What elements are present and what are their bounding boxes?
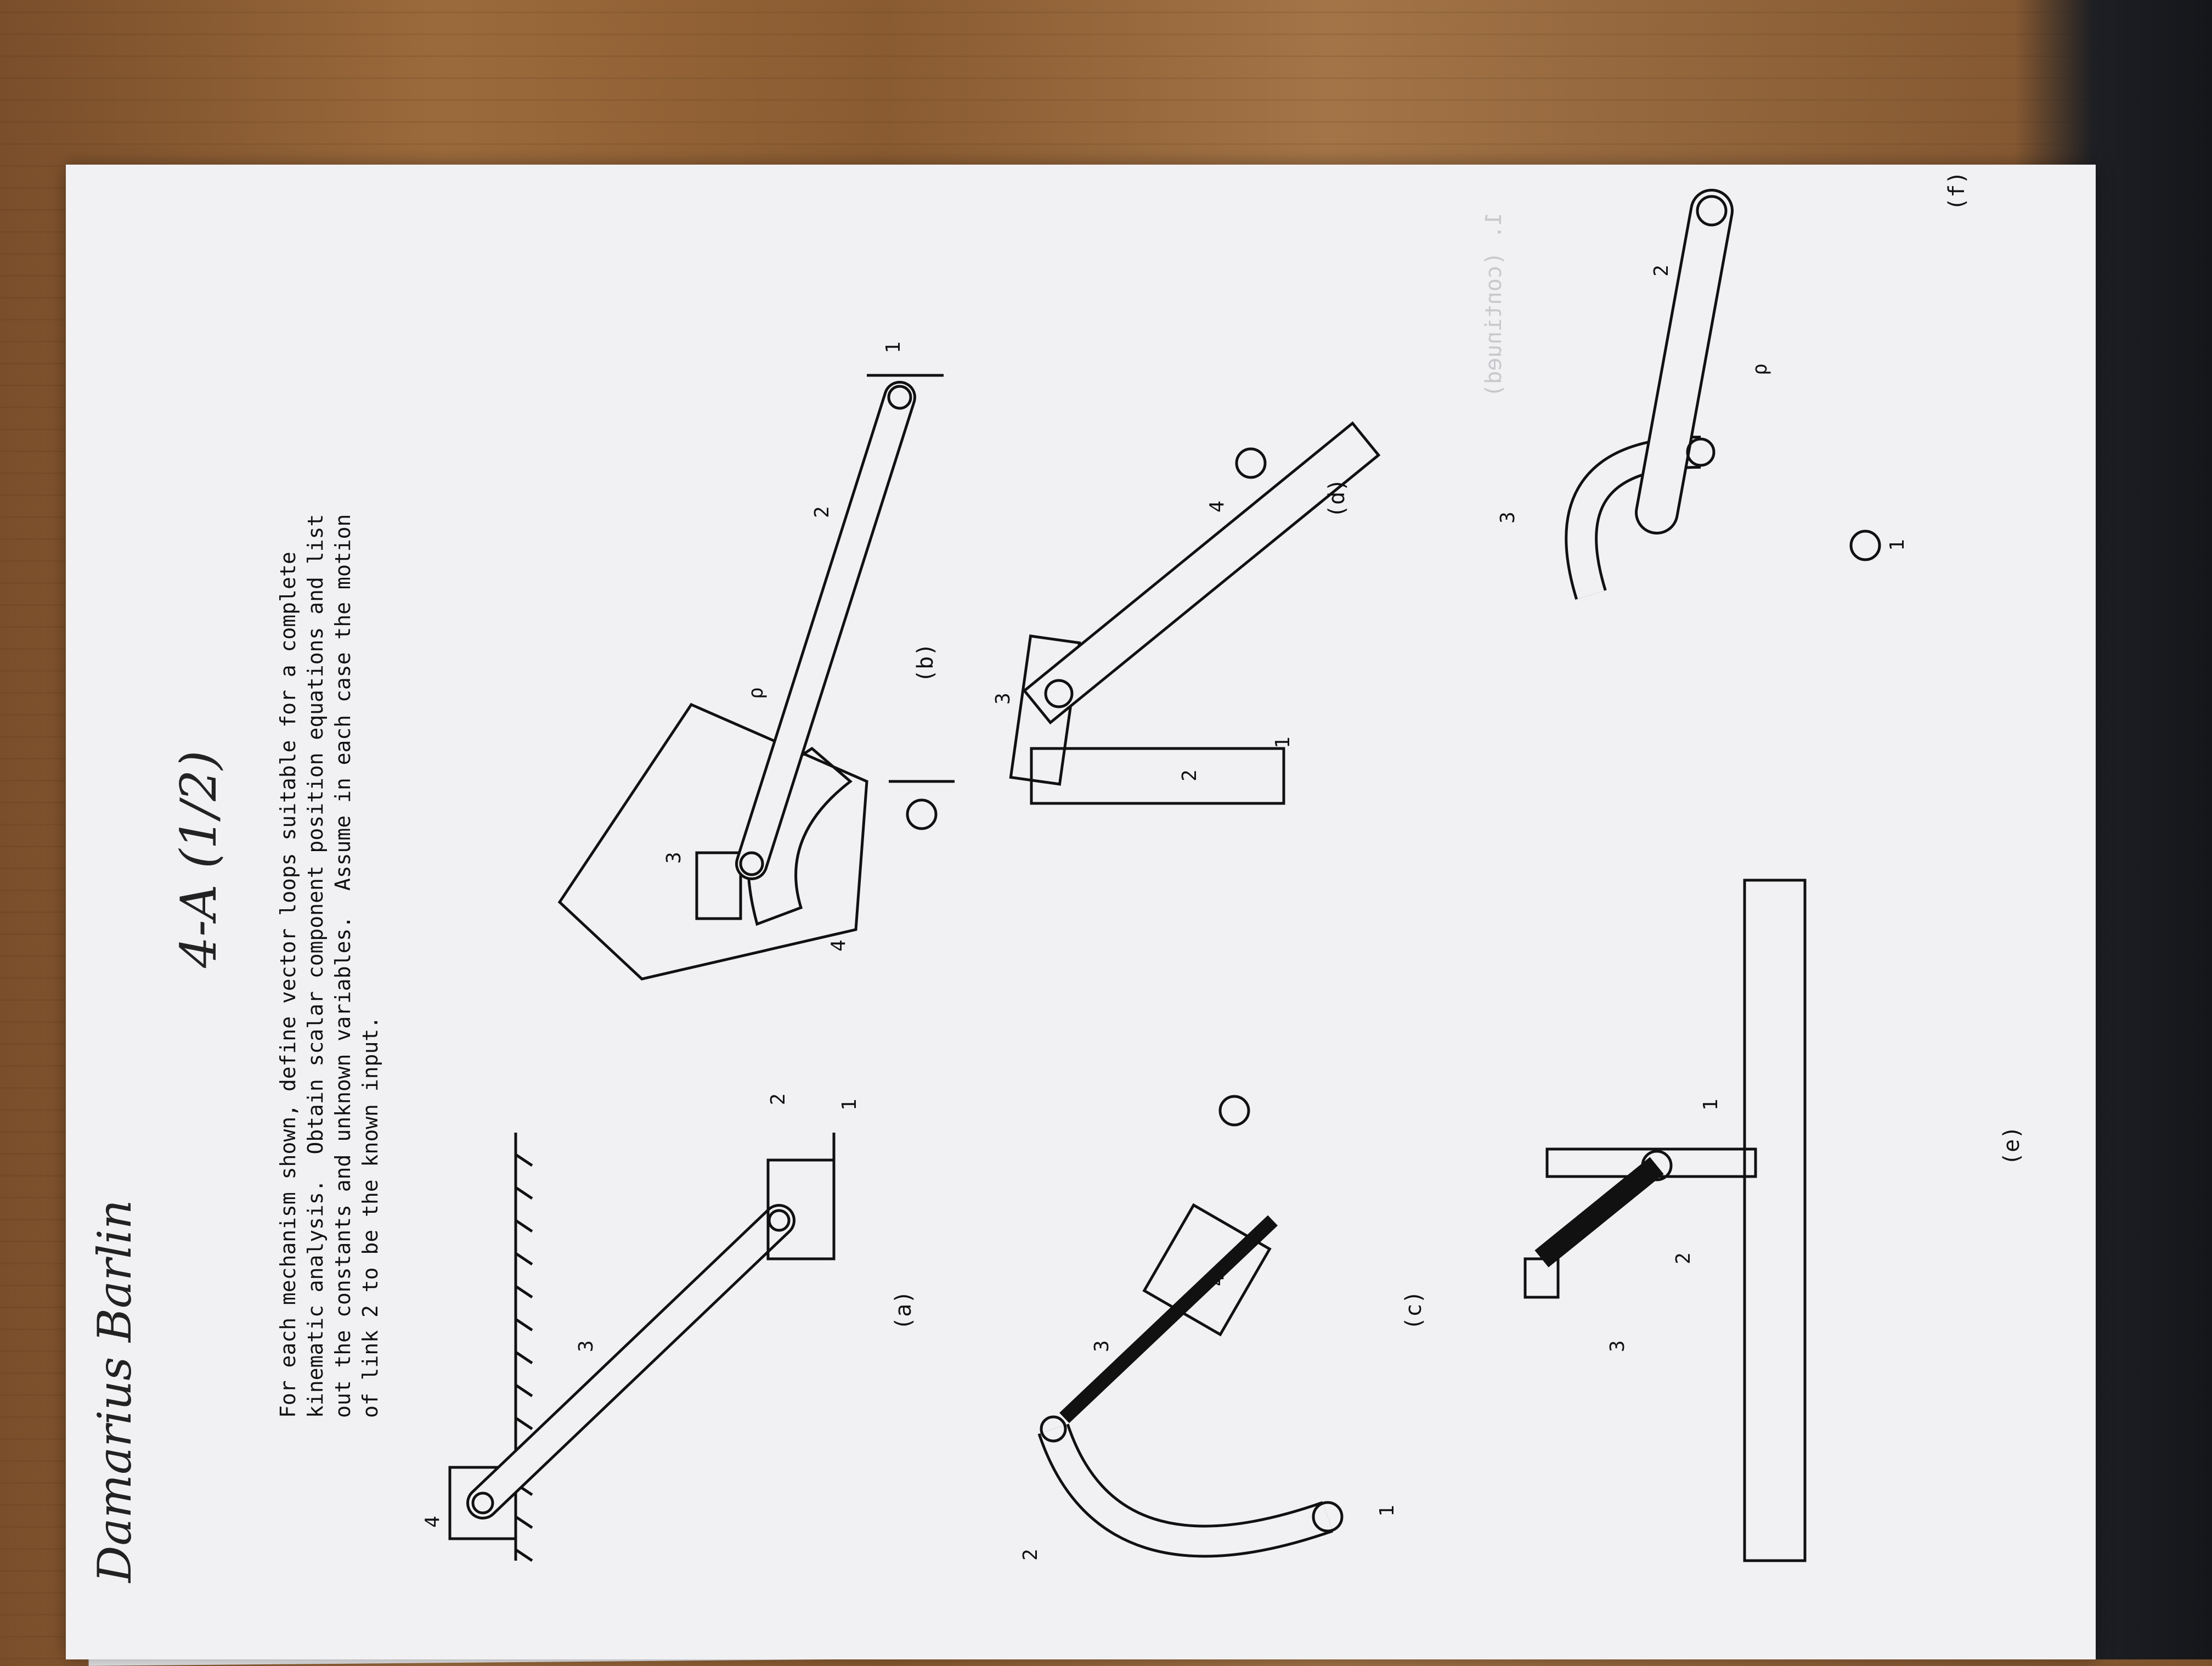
figure-b: 3 4 2 1 ρ (b) — [557, 341, 955, 981]
pin-d1 — [1044, 679, 1074, 708]
block-3-d — [1009, 634, 1081, 786]
caption-b: (b) — [913, 643, 938, 683]
pin-f-ground2 — [1849, 530, 1881, 561]
label-a-4: 4 — [421, 1516, 444, 1528]
crank-block-2 — [766, 1158, 836, 1260]
label-e-3: 3 — [1606, 1340, 1629, 1352]
pin-c1 — [1040, 1415, 1067, 1443]
caption-c: (c) — [1401, 1291, 1426, 1330]
label-c-3: 3 — [1091, 1340, 1113, 1352]
label-a-1: 1 — [838, 1099, 861, 1111]
label-b-1: 1 — [882, 341, 905, 353]
label-a-3: 3 — [575, 1340, 597, 1352]
figure-c: 2 3 4 1 (c) — [1019, 1095, 1426, 1561]
ground-hatch-a — [515, 1153, 533, 1562]
pin-c2 — [1218, 1095, 1250, 1127]
slider-2-d — [1030, 747, 1285, 805]
label-f-3: 3 — [1497, 511, 1519, 524]
block-4-c — [1142, 1203, 1272, 1337]
mechanism-figures: 4 3 2 1 (a) 3 4 2 1 — [421, 171, 2024, 1562]
figure-d: 3 2 1 4 (d) — [992, 421, 1381, 805]
pin-c-ground — [1312, 1501, 1344, 1533]
label-f-rho: ρ — [1749, 363, 1771, 375]
label-d-4: 4 — [1206, 500, 1228, 513]
slider-3-b — [695, 851, 742, 920]
figure-f: 2 3 1 ρ (f) — [1497, 171, 1970, 600]
label-b-rho: ρ — [745, 687, 768, 699]
slider-e — [1523, 1257, 1560, 1299]
figure-e: 3 2 1 (e) — [1523, 879, 2024, 1562]
worksheet-page: Damarius Barlin 4-A (1/2) For each mecha… — [66, 165, 2096, 1659]
pin-f-ground — [1696, 195, 1728, 227]
crank-2-e — [1534, 1157, 1664, 1268]
t-bar-horizontal — [1743, 879, 1807, 1562]
rod-3-c — [1059, 1215, 1278, 1423]
caption-d: (d) — [1324, 479, 1350, 518]
caption-f: (f) — [1944, 171, 1970, 211]
pin-b-ground — [906, 798, 938, 830]
label-d-1: 1 — [1272, 736, 1294, 748]
label-c-2: 2 — [1019, 1549, 1042, 1561]
figure-a: 4 3 2 1 (a) — [421, 1093, 916, 1562]
label-a-2: 2 — [767, 1093, 789, 1105]
label-b-4: 4 — [827, 939, 850, 952]
label-c-1: 1 — [1376, 1505, 1398, 1517]
label-b-3: 3 — [663, 852, 685, 864]
label-c-4: 4 — [1206, 1274, 1228, 1286]
label-e-1: 1 — [1700, 1099, 1722, 1111]
caption-e: (e) — [1999, 1126, 2024, 1166]
label-d-3: 3 — [992, 693, 1014, 705]
pin-f1 — [1686, 437, 1716, 467]
pin-joint-a1 — [471, 1491, 494, 1515]
pin-b1 — [739, 851, 764, 876]
pin-b2 — [887, 385, 912, 410]
pin-e-ground — [1641, 1150, 1673, 1181]
caption-a: (a) — [891, 1291, 916, 1330]
link-4-plate — [557, 702, 868, 981]
label-b-2: 2 — [811, 506, 833, 518]
rotated-page-content: Damarius Barlin 4-A (1/2) For each mecha… — [66, 165, 2096, 1659]
pin-d-ground — [1235, 447, 1267, 479]
label-d-2: 2 — [1178, 769, 1201, 781]
label-e-2: 2 — [1672, 1252, 1695, 1264]
label-f-2: 2 — [1650, 264, 1673, 277]
label-f-1: 1 — [1886, 539, 1909, 551]
